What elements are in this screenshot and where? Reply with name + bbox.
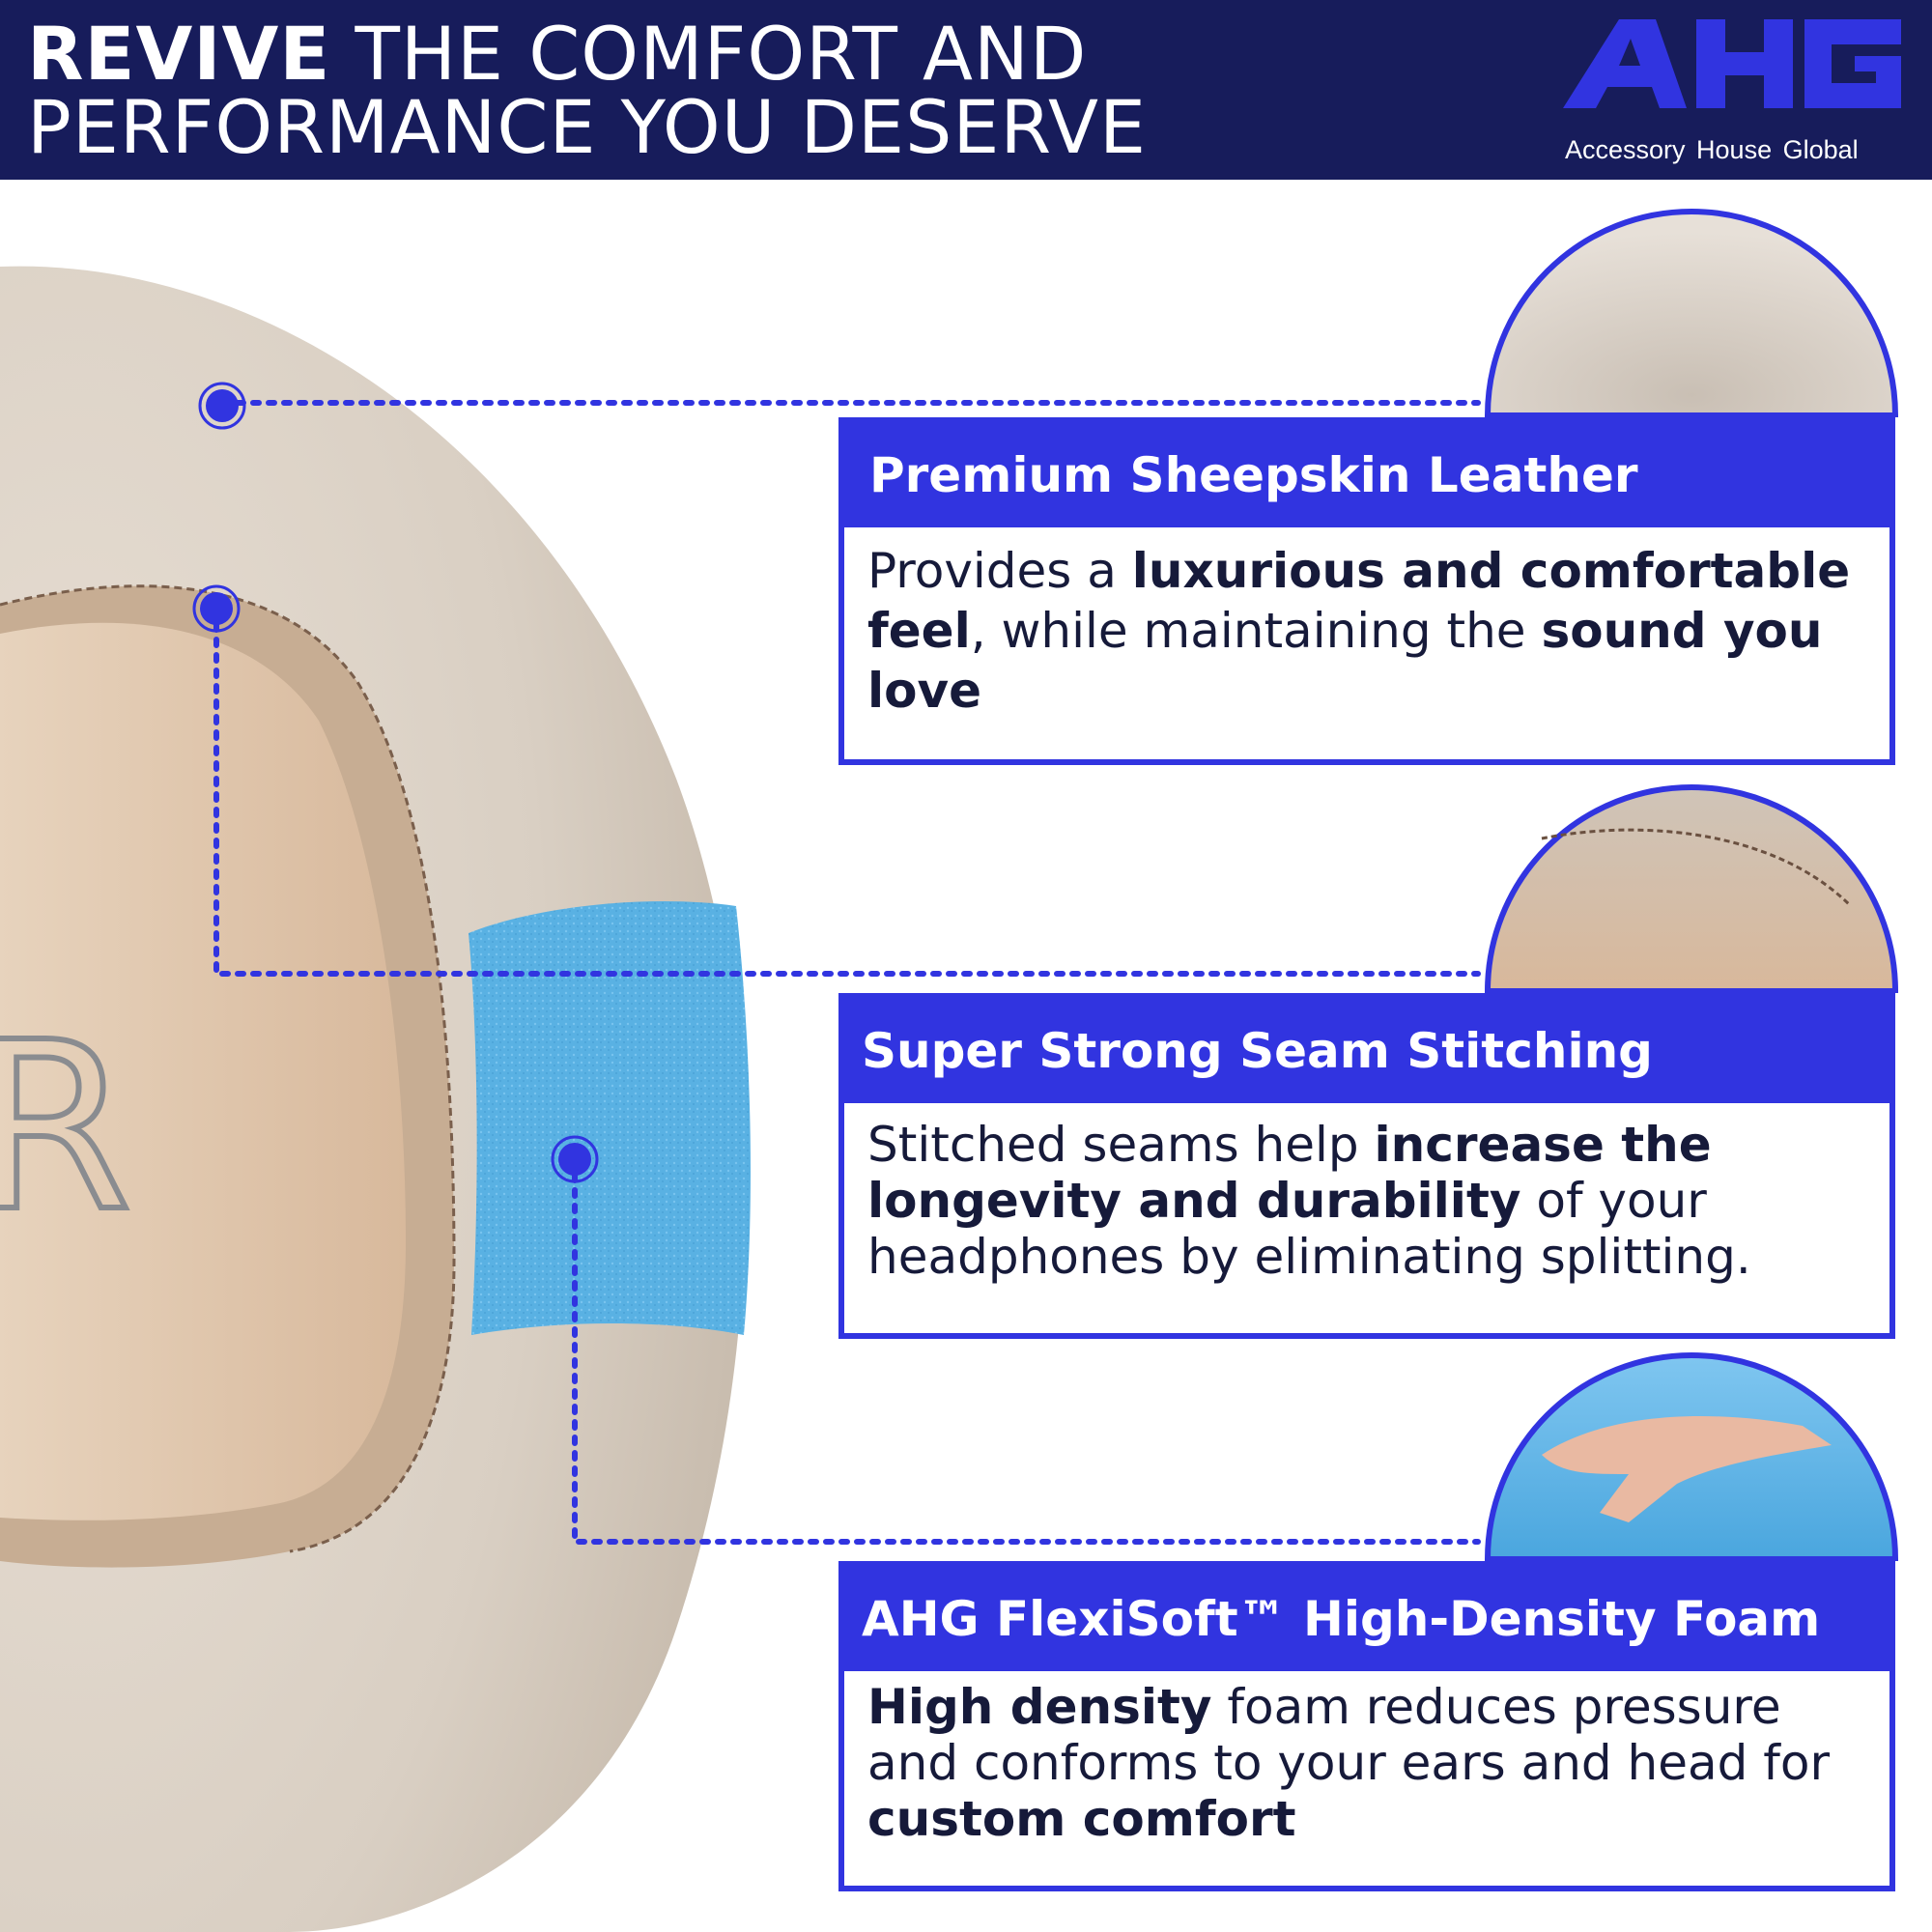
feature-card-foam: AHG FlexiSoft™ High-Density Foam High de… bbox=[838, 1561, 1895, 1891]
body-emphasis: increase the longevity and durability bbox=[867, 1117, 1712, 1229]
thumbnail-stitching bbox=[1484, 784, 1899, 993]
body-text: Stitched seams help bbox=[867, 1117, 1375, 1173]
headline: REVIVE THE COMFORT AND PERFORMANCE YOU D… bbox=[27, 17, 1147, 164]
headline-bold: REVIVE bbox=[27, 11, 331, 97]
body-emphasis: sound you love bbox=[867, 603, 1823, 719]
feature-card-leather: Premium Sheepskin Leather Provides a lux… bbox=[838, 417, 1895, 765]
callout-dot-foam bbox=[551, 1135, 599, 1183]
brand-tagline: Accessory House Global bbox=[1565, 135, 1859, 164]
feature-title: Super Strong Seam Stitching bbox=[844, 999, 1889, 1103]
earpad-photo: R bbox=[0, 266, 751, 1932]
headline-rest: THE COMFORT AND bbox=[330, 11, 1088, 97]
callout-dot-leather bbox=[198, 382, 246, 430]
body-emphasis: custom comfort bbox=[867, 1791, 1296, 1847]
feature-body: High density foam reduces pressure and c… bbox=[844, 1671, 1889, 1847]
hand-icon bbox=[1542, 1416, 1832, 1522]
feature-title: Premium Sheepskin Leather bbox=[844, 423, 1889, 527]
header-banner: REVIVE THE COMFORT AND PERFORMANCE YOU D… bbox=[0, 0, 1932, 180]
ahg-logo-icon bbox=[1563, 19, 1901, 108]
body-emphasis: luxurious and comfortable feel bbox=[867, 543, 1851, 659]
callout-dot-stitching bbox=[192, 584, 241, 633]
foam-cutaway bbox=[469, 901, 751, 1335]
body-text: , while maintaining the bbox=[970, 603, 1542, 659]
body-text: Provides a bbox=[867, 543, 1132, 599]
thumbnail-leather bbox=[1484, 209, 1899, 417]
body-text: foam reduces pressure and conforms to yo… bbox=[867, 1679, 1830, 1791]
headline-line2: PERFORMANCE YOU DESERVE bbox=[27, 84, 1147, 170]
feature-title: AHG FlexiSoft™ High-Density Foam bbox=[844, 1567, 1889, 1671]
feature-body: Provides a luxurious and comfortable fee… bbox=[844, 527, 1889, 721]
thumbnail-foam bbox=[1484, 1352, 1899, 1561]
body-emphasis: High density bbox=[867, 1679, 1212, 1735]
brand-logo: Accessory House Global bbox=[1555, 12, 1913, 176]
body-text: of your headphones by eliminating splitt… bbox=[867, 1173, 1751, 1285]
cup-letter: R bbox=[0, 992, 132, 1263]
feature-card-stitching: Super Strong Seam Stitching Stitched sea… bbox=[838, 993, 1895, 1339]
feature-body: Stitched seams help increase the longevi… bbox=[844, 1103, 1889, 1285]
